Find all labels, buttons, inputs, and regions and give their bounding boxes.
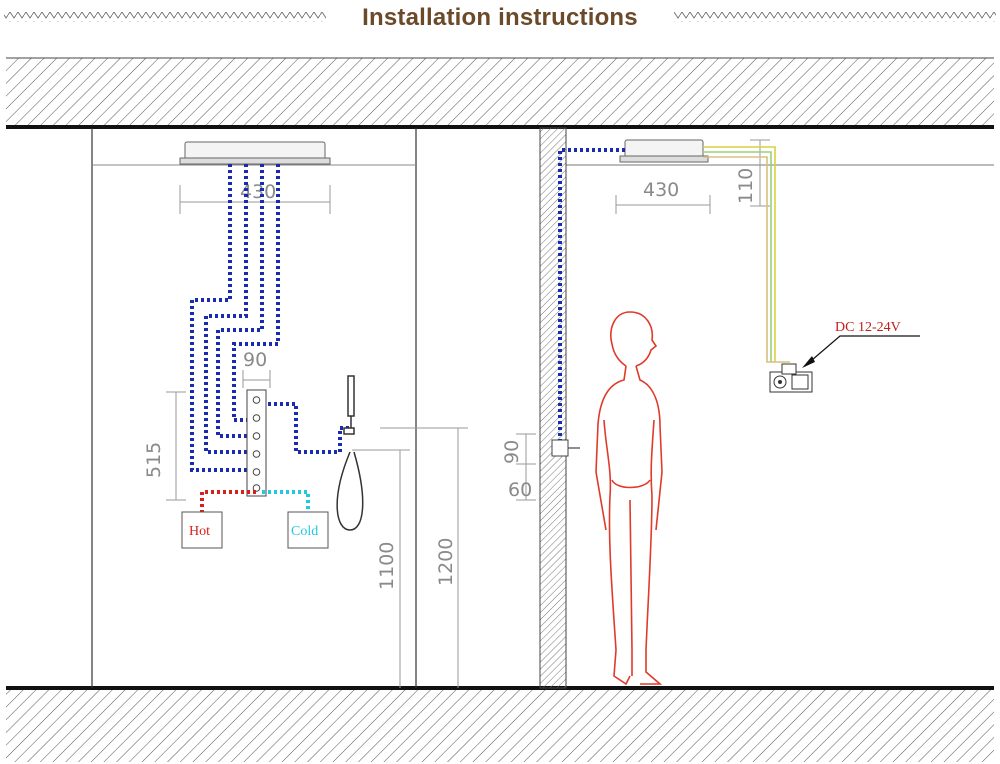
power-wires: [703, 146, 790, 363]
side-outlet: [551, 439, 580, 457]
power-transformer: [769, 363, 813, 393]
dimension-label-valve-spacing: 90: [243, 349, 267, 371]
water-pipes-left: [190, 164, 350, 472]
dimension-heights: [352, 427, 468, 688]
title-ornament-right: [674, 12, 996, 22]
cold-supply-box: [287, 511, 329, 549]
rainhead-front: [179, 141, 331, 165]
title-ornament-left: [4, 12, 326, 22]
dimension-valve-spacing: [242, 370, 271, 388]
rainhead-side: [619, 139, 709, 163]
hand-shower: [336, 375, 364, 531]
power-arrow: [804, 335, 920, 367]
left-room-walls: [91, 128, 417, 688]
cold-pipe: [262, 490, 310, 512]
dimension-label-ceiling-gap: 110: [735, 168, 757, 204]
dimension-label-outlet: 1200: [435, 538, 457, 586]
dimension-valve-height: [166, 391, 186, 501]
dimension-label-rainhead-left: 430: [240, 181, 276, 203]
dimension-label-rainhead-right: 430: [643, 179, 679, 201]
hot-label: Hot: [189, 524, 210, 539]
water-pipe-right: [558, 148, 625, 440]
floor-slab: [6, 686, 994, 762]
human-figure: [595, 311, 663, 686]
page-title: Installation instructions: [362, 4, 638, 31]
dimension-rainhead-right: [615, 195, 711, 214]
hot-pipe: [200, 490, 256, 512]
dimension-label-outlet-60: 60: [508, 479, 532, 501]
cold-label: Cold: [291, 524, 318, 539]
thermostatic-valve-panel: [246, 389, 267, 497]
power-label: DC 12-24V: [835, 320, 901, 335]
wall-section: [539, 127, 567, 689]
dimension-outlet: [516, 433, 536, 501]
ceiling-slab: [6, 57, 994, 129]
power-arrowhead-icon: [802, 356, 815, 368]
dimension-rainhead-left: [179, 185, 331, 214]
hot-supply-box: [181, 511, 223, 549]
dimension-label-outlet-90: 90: [501, 440, 523, 464]
dimension-label-handheld: 1100: [376, 542, 398, 590]
dimension-label-valve-height: 515: [143, 442, 165, 478]
